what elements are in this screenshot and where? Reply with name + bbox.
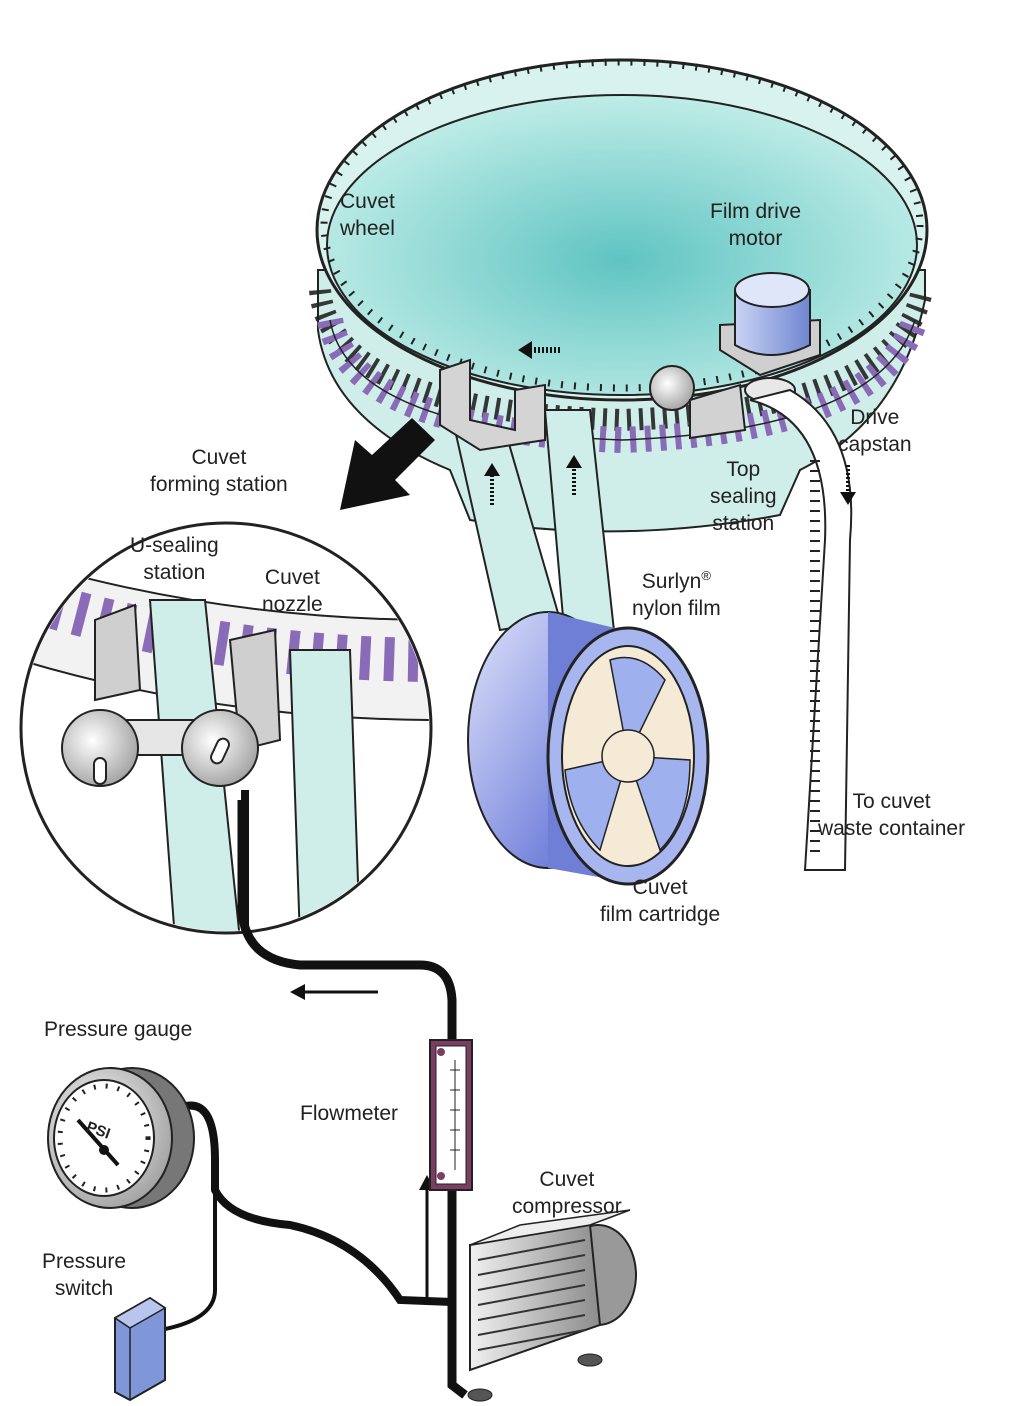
- label-film-drive-motor: Film drive motor: [710, 198, 801, 252]
- flowmeter-icon: [430, 1040, 472, 1190]
- surlyn-text: Surlyn: [642, 570, 702, 593]
- label-pressure-gauge: Pressure gauge: [44, 1016, 192, 1043]
- inset-magnifier: [20, 523, 440, 940]
- label-surlyn-nylon-film: Surlyn® nylon film: [632, 568, 721, 622]
- label-pressure-switch: Pressure switch: [42, 1248, 126, 1302]
- label-to-cuvet-waste-container: To cuvet waste container: [818, 788, 965, 842]
- pressure-switch-icon: [115, 1298, 165, 1400]
- pressure-gauge-icon: [48, 1068, 194, 1208]
- label-cuvet-film-cartridge: Cuvet film cartridge: [600, 874, 720, 928]
- label-top-sealing-station: Top sealing station: [710, 456, 777, 537]
- label-drive-capstan: Drive capstan: [838, 404, 912, 458]
- label-cuvet-wheel: Cuvet wheel: [340, 188, 395, 242]
- registered-mark: ®: [701, 568, 711, 583]
- label-cuvet-compressor: Cuvet compressor: [512, 1166, 622, 1220]
- cuvet-film-cartridge: [468, 612, 708, 884]
- label-cuvet-forming-station: Cuvet forming station: [150, 444, 288, 498]
- label-cuvet-nozzle: Cuvet nozzle: [262, 564, 323, 618]
- compressor-icon: [468, 1210, 636, 1401]
- label-flowmeter: Flowmeter: [300, 1100, 398, 1127]
- label-u-sealing-station: U-sealing station: [130, 532, 219, 586]
- flow-arrows: [290, 984, 435, 1300]
